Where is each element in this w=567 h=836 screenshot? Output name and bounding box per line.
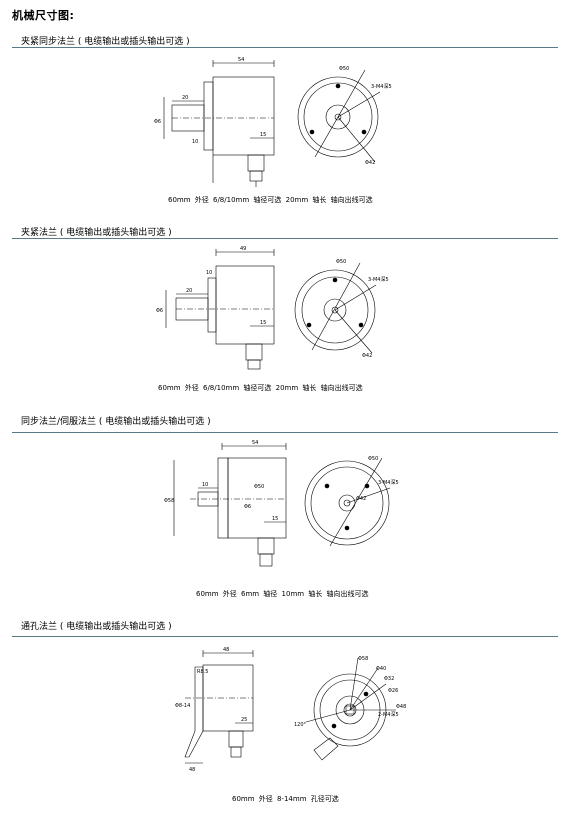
spec-caption: 60mm 外径 6/8/10mm 轴径可选 20mm 轴长 轴向出线可选 [168,196,373,204]
dim-base: 48 [189,767,195,773]
dim-shaft-diameter: Φ6 [244,504,251,510]
dim-bolt-spec: 3-M4深5 [378,479,399,486]
section-divider [12,238,558,239]
dim-bolt-circle-b: Φ40 [376,666,386,672]
dim-bolt-circle-a: Φ50 [336,259,346,265]
dim-connector: 15 [260,320,266,326]
dim-connector: 15 [272,516,278,522]
dim-angle: 120° [294,722,307,728]
dim-step: 10 [192,139,198,145]
dim-shaft-length: 20 [182,95,188,101]
drawing-clamp-sync-flange-side-view: 54 20 Φ6 10 15 [150,55,290,194]
dim-bolt-circle-e: Φ48 [396,704,406,710]
dim-length: 48 [223,647,229,653]
dim-bolt-spec: 3-M4深5 [371,83,392,90]
dim-length: 54 [238,57,244,63]
dim-bolt-circle-c: Φ32 [384,676,394,682]
section-divider [12,47,558,48]
dim-length: 54 [252,440,258,446]
dim-length: 49 [240,246,246,252]
section-divider [12,636,558,637]
dim-slot: R8.5 [197,669,208,675]
drawing-clamp-flange-side-view: 49 20 Φ6 10 15 [150,246,290,380]
dim-shaft-diameter: Φ6 [156,308,163,314]
dim-shaft-diameter: Φ6 [154,119,161,125]
spec-caption: 60mm 外径 6mm 轴径 10mm 轴长 轴向出线可选 [196,590,369,598]
section-heading-clamp-sync-flange: 夹紧同步法兰 ( 电缆输出或插头输出可选 ) [21,37,190,47]
drawing-clamp-sync-flange-front-view: Φ50 3-M4深5 Φ42 [295,62,405,176]
dim-bolt-circle-d: Φ26 [388,688,398,694]
section-heading-sync-servo-flange: 同步法兰/伺服法兰 ( 电缆输出或插头输出可选 ) [21,417,211,427]
dim-body-diameter: Φ50 [254,484,264,490]
section-heading-clamp-flange: 夹紧法兰 ( 电缆输出或插头输出可选 ) [21,228,172,238]
dim-bolt-circle-c: Φ42 [356,496,366,502]
section-heading-hollow-shaft-flange: 通孔法兰 ( 电缆输出或插头输出可选 ) [21,622,172,632]
drawing-hollow-shaft-flange-side-view: 48 Φ8-14 R8.5 25 48 [165,645,275,779]
drawing-sync-servo-flange-side-view: 54 10 Φ58 Φ6 Φ50 15 [160,440,300,579]
spec-caption: 60mm 外径 8-14mm 孔径可选 [232,795,339,803]
dim-connector: 15 [260,132,266,138]
drawing-clamp-flange-front-view: Φ50 3-M4深5 Φ42 [292,255,402,369]
dim-bolt-circle-c: Φ42 [362,353,372,359]
dim-bolt-circle-a: Φ50 [339,66,349,72]
dim-bolt-spec: 3-M4深5 [368,276,389,283]
dim-shaft-length: 10 [202,482,208,488]
dim-bolt-circle-a: Φ58 [358,656,368,662]
page-title: 机械尺寸图: [12,9,75,22]
drawing-hollow-shaft-flange-front-view: Φ58 Φ40 Φ32 Φ26 Φ48 2-M4深5 120° [292,650,412,769]
spec-caption: 60mm 外径 6/8/10mm 轴径可选 20mm 轴长 轴向出线可选 [158,384,363,392]
dim-flange-diameter: Φ58 [164,498,174,504]
dim-bolt-circle-a: Φ50 [368,456,378,462]
dim-bolt-circle-c: Φ42 [365,160,375,166]
drawing-sync-servo-flange-front-view: Φ50 3-M4深5 Φ42 [300,448,410,562]
dim-connector: 25 [241,717,247,723]
dim-bolt-spec: 2-M4深5 [378,711,399,718]
section-divider [12,432,558,433]
dim-shaft-length: 20 [186,288,192,294]
dim-bore: Φ8-14 [175,703,190,709]
dim-step: 10 [206,270,212,276]
